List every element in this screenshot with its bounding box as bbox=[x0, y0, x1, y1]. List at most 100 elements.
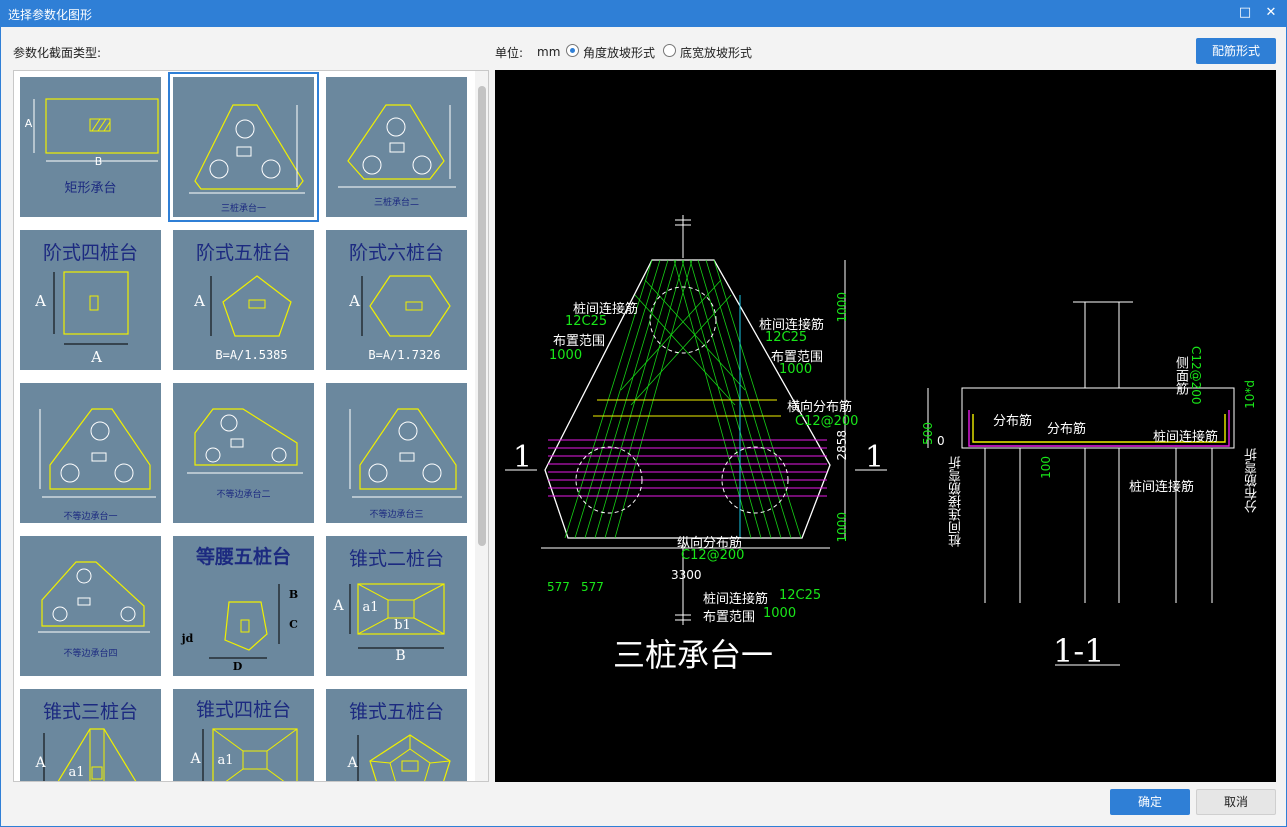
shape-title: 锥式二桩台 bbox=[348, 548, 444, 570]
shape-item[interactable]: 阶式四桩台 A A bbox=[16, 226, 168, 378]
shape-item[interactable]: 锥式四桩台 A a1 bbox=[169, 685, 321, 781]
dim-3300: 3300 bbox=[671, 568, 702, 582]
label-range-3-val: 1000 bbox=[763, 606, 797, 621]
dim-577-b: 577 bbox=[581, 580, 604, 594]
shape-item[interactable]: 不等边承台三 bbox=[322, 379, 474, 531]
maximize-icon[interactable]: □ bbox=[1238, 5, 1252, 20]
radio-angle-slope[interactable] bbox=[566, 44, 579, 57]
label-pile-conn-1: 桩间连接筋 bbox=[573, 302, 639, 317]
shape-item[interactable]: 锥式五桩台 A bbox=[322, 685, 474, 781]
sec-dist-1: 分布筋 bbox=[993, 414, 1033, 429]
cancel-button[interactable]: 取消 bbox=[1196, 789, 1276, 815]
title-bar: 选择参数化图形 □ ✕ bbox=[0, 0, 1287, 27]
cad-preview: 三桩承台一 1-1 1 1 桩间连接筋 12C25 布置范围 1000 桩间连接… bbox=[495, 70, 1276, 782]
shape-title: 锥式五桩台 bbox=[348, 701, 444, 723]
shape-item[interactable]: 三桩承台二 bbox=[322, 73, 474, 225]
shape-thumbnail[interactable]: 三桩承台一 bbox=[168, 72, 319, 222]
dim-a: A bbox=[35, 755, 46, 771]
shape-thumbnail[interactable]: A B 矩形承台 bbox=[20, 77, 161, 217]
sec-conn: 桩间连接筋 bbox=[1153, 430, 1219, 445]
shape-thumbnail[interactable]: 不等边承台一 bbox=[20, 383, 161, 523]
preview-title: 三桩承台一 bbox=[613, 636, 774, 674]
dim-b: B bbox=[94, 155, 103, 168]
dim-b: B bbox=[395, 648, 406, 664]
scrollbar-thumb[interactable] bbox=[478, 86, 486, 546]
label-transverse: 横向分布筋 bbox=[787, 400, 853, 415]
dim-a1: a1 bbox=[217, 753, 234, 768]
shape-caption: 不等边承台四 bbox=[63, 649, 118, 659]
dim-1000-top: 1000 bbox=[835, 292, 849, 323]
dim-a: A bbox=[347, 755, 358, 771]
dim-577-a: 577 bbox=[547, 580, 570, 594]
shape-caption: 三桩承台二 bbox=[373, 198, 419, 208]
shape-title: 阶式五桩台 bbox=[195, 242, 291, 264]
shape-thumbnail[interactable]: 阶式五桩台 A B=A/1.5385 bbox=[173, 230, 314, 370]
shape-thumbnail[interactable]: 不等边承台四 bbox=[20, 536, 161, 676]
label-range-1-val: 1000 bbox=[549, 348, 583, 363]
shape-item[interactable]: 不等边承台四 bbox=[16, 532, 168, 684]
shape-thumbnail[interactable]: 锥式四桩台 A a1 bbox=[173, 689, 314, 781]
dim-d: D bbox=[232, 660, 243, 673]
label-pile-conn-2: 桩间连接筋 bbox=[759, 318, 825, 333]
shape-item[interactable]: 不等边承台二 bbox=[169, 379, 321, 531]
label-pile-conn-3: 桩间连接筋 bbox=[703, 592, 769, 607]
dim-a: A bbox=[190, 751, 201, 767]
shape-thumbnail[interactable]: 不等边承台二 bbox=[173, 383, 314, 523]
shape-caption: 不等边承台二 bbox=[216, 490, 271, 500]
shape-gallery: A B 矩形承台 三桩承台一 bbox=[13, 70, 489, 782]
close-icon[interactable]: ✕ bbox=[1265, 5, 1277, 20]
shape-thumbnail[interactable]: 阶式六桩台 A B=A/1.7326 bbox=[326, 230, 467, 370]
shape-item[interactable]: 不等边承台一 bbox=[16, 379, 168, 531]
sec-side: 侧面筋 bbox=[1173, 356, 1188, 395]
radio-width-slope-label[interactable]: 底宽放坡形式 bbox=[680, 46, 753, 60]
sec-0: 0 bbox=[937, 434, 945, 448]
dim-b1: b1 bbox=[394, 618, 411, 633]
sec-conn-bottom: 桩间连接筋 bbox=[1129, 480, 1195, 495]
shape-caption: 不等边承台一 bbox=[63, 512, 118, 522]
shape-item[interactable]: 三桩承台一 bbox=[168, 72, 321, 225]
shape-thumbnail[interactable]: 阶式四桩台 A A bbox=[20, 230, 161, 370]
label-longitudinal-val: C12@200 bbox=[681, 548, 745, 563]
label-pile-conn-1-val: 12C25 bbox=[565, 314, 608, 329]
sec-bend: 桩间连接筋弯折 bbox=[949, 456, 964, 547]
unit-value: mm bbox=[537, 45, 561, 59]
shape-item[interactable]: A B 矩形承台 bbox=[16, 73, 168, 225]
label-range-1: 布置范围 bbox=[553, 334, 606, 349]
shape-item[interactable]: 等腰五桩台 B C D jd bbox=[169, 532, 321, 684]
section-mark-left: 1 bbox=[513, 440, 533, 475]
shape-title: 锥式四桩台 bbox=[195, 699, 291, 721]
shape-thumbnail[interactable]: 锥式五桩台 A bbox=[326, 689, 467, 781]
shape-item[interactable]: 锥式三桩台 A a1 bbox=[16, 685, 168, 781]
cad-drawing bbox=[505, 215, 1235, 666]
shape-thumbnail[interactable]: 锥式三桩台 A a1 bbox=[20, 689, 161, 781]
shape-item[interactable]: 阶式五桩台 A B=A/1.5385 bbox=[169, 226, 321, 378]
sec-10d: 10*d bbox=[1243, 380, 1257, 409]
label-pile-conn-3-val: 12C25 bbox=[779, 588, 822, 603]
label-longitudinal: 纵向分布筋 bbox=[677, 536, 743, 551]
shape-title: 阶式六桩台 bbox=[348, 242, 444, 264]
shape-item[interactable]: 阶式六桩台 A B=A/1.7326 bbox=[322, 226, 474, 378]
shape-caption: B=A/1.7326 bbox=[368, 348, 441, 362]
radio-width-slope[interactable] bbox=[663, 44, 676, 57]
rebar-form-button[interactable]: 配筋形式 bbox=[1196, 38, 1276, 64]
shape-thumbnail[interactable]: 锥式二桩台 A a1 b1 B bbox=[326, 536, 467, 676]
sec-dist-bend: 分布筋弯折 bbox=[1245, 448, 1260, 513]
shape-caption: 不等边承台三 bbox=[369, 510, 424, 520]
shape-thumbnail[interactable]: 等腰五桩台 B C D jd bbox=[173, 536, 314, 676]
gallery-scrollbar[interactable] bbox=[475, 71, 488, 781]
shape-thumbnail[interactable]: 不等边承台三 bbox=[326, 383, 467, 523]
dim-jd: jd bbox=[181, 632, 194, 645]
radio-angle-slope-label[interactable]: 角度放坡形式 bbox=[583, 46, 656, 60]
window-title: 选择参数化图形 bbox=[8, 8, 93, 22]
section-mark-right: 1 bbox=[865, 440, 885, 475]
dim-a1: a1 bbox=[68, 765, 85, 780]
dim-a: A bbox=[194, 292, 205, 310]
shape-title: 等腰五桩台 bbox=[195, 546, 291, 568]
shape-item[interactable]: 锥式二桩台 A a1 b1 B bbox=[322, 532, 474, 684]
dim-a1: a1 bbox=[362, 600, 379, 615]
dim-1000-bot: 1000 bbox=[835, 512, 849, 543]
shape-caption: 三桩承台一 bbox=[220, 204, 266, 214]
shape-thumbnail[interactable]: 三桩承台二 bbox=[326, 77, 467, 217]
label-range-2-val: 1000 bbox=[779, 362, 813, 377]
ok-button[interactable]: 确定 bbox=[1110, 789, 1190, 815]
